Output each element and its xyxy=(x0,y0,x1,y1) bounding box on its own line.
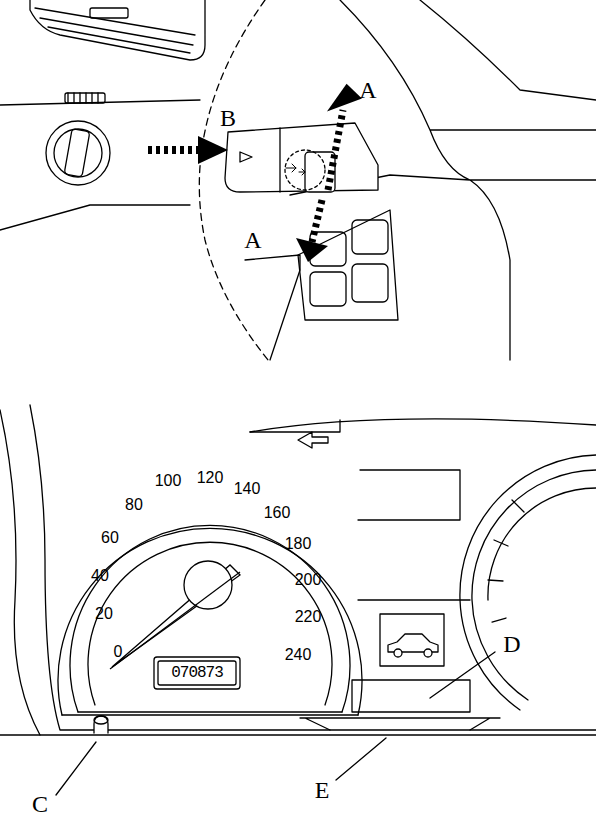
stalk-joint xyxy=(279,128,280,192)
arrow-head xyxy=(198,136,228,164)
callout-letter: E xyxy=(315,778,330,802)
scale-number: 140 xyxy=(234,481,261,497)
arrow-head xyxy=(325,83,363,112)
trip-reset-knob xyxy=(94,716,108,733)
light-switch xyxy=(46,121,110,185)
display-housing xyxy=(300,718,500,730)
arrow-shaft xyxy=(328,110,343,190)
arrow-head xyxy=(296,238,328,262)
leader-line xyxy=(430,652,495,698)
needle-hub xyxy=(184,561,232,609)
cluster-top xyxy=(250,420,340,432)
callout-letter: B xyxy=(220,106,236,130)
scale-number: 120 xyxy=(197,470,224,486)
flash-symbol xyxy=(286,164,305,175)
scale-number: 240 xyxy=(285,647,312,663)
callout-letter: A xyxy=(359,78,376,102)
callout-letter: A xyxy=(244,228,261,252)
knob-knurl xyxy=(68,93,98,103)
scale-number: 160 xyxy=(264,505,291,521)
dash-edge xyxy=(420,0,596,100)
callout-letter: C xyxy=(32,792,48,816)
scale-number: 60 xyxy=(101,530,119,546)
scale-number: 220 xyxy=(295,609,322,625)
switch-button xyxy=(352,220,388,254)
motion-arrows xyxy=(148,83,363,262)
switch-button xyxy=(352,264,388,302)
vent-slot xyxy=(90,8,128,18)
speedometer-ring xyxy=(58,528,362,715)
scale-number: 180 xyxy=(285,536,312,552)
callout-letter: D xyxy=(503,632,520,656)
arrow-shaft xyxy=(148,146,200,154)
indicator-stalk xyxy=(225,123,378,192)
stalk-symbol xyxy=(240,152,252,162)
warning-lamp xyxy=(380,614,444,666)
scale-number: 20 xyxy=(95,606,113,622)
scale-number: 100 xyxy=(155,473,182,489)
scale-number: 80 xyxy=(125,497,143,513)
odometer-reading: 070873 xyxy=(171,665,223,681)
cluster-bezel xyxy=(0,410,40,735)
leader-line xyxy=(336,738,386,780)
cluster-bezel xyxy=(30,405,596,730)
vent-slats xyxy=(35,8,195,53)
leader-line xyxy=(56,742,96,795)
odometer-window xyxy=(154,657,240,689)
scale-number: 0 xyxy=(114,644,123,660)
light-switch-grip xyxy=(64,129,90,177)
arrow-shaft xyxy=(312,200,322,242)
speedometer-base xyxy=(62,712,358,715)
air-vent xyxy=(30,0,205,60)
turn-indicator xyxy=(298,432,328,448)
scale-number: 40 xyxy=(91,568,109,584)
dash-contour xyxy=(0,100,200,230)
needle xyxy=(110,572,240,669)
odometer-window xyxy=(158,661,236,685)
car-wheel xyxy=(394,649,402,657)
light-switch-inner xyxy=(54,129,102,177)
car-wheel xyxy=(424,649,432,657)
trip-reset-knob xyxy=(94,716,108,724)
speedometer-ring xyxy=(70,525,350,712)
tachometer-ring xyxy=(472,470,596,700)
center-panel xyxy=(358,470,470,600)
cluster-top xyxy=(250,419,596,432)
scale-number: 200 xyxy=(295,572,322,588)
knob-wheel xyxy=(65,93,105,103)
speed-needle xyxy=(110,561,240,669)
speedometer-dial xyxy=(88,542,332,705)
info-display xyxy=(352,680,470,712)
tachometer-ticks xyxy=(488,500,524,622)
cluster-bottom xyxy=(0,734,596,735)
switch-button xyxy=(310,272,346,306)
stalk-ring-outline xyxy=(285,150,325,190)
tachometer-ring xyxy=(460,455,596,710)
